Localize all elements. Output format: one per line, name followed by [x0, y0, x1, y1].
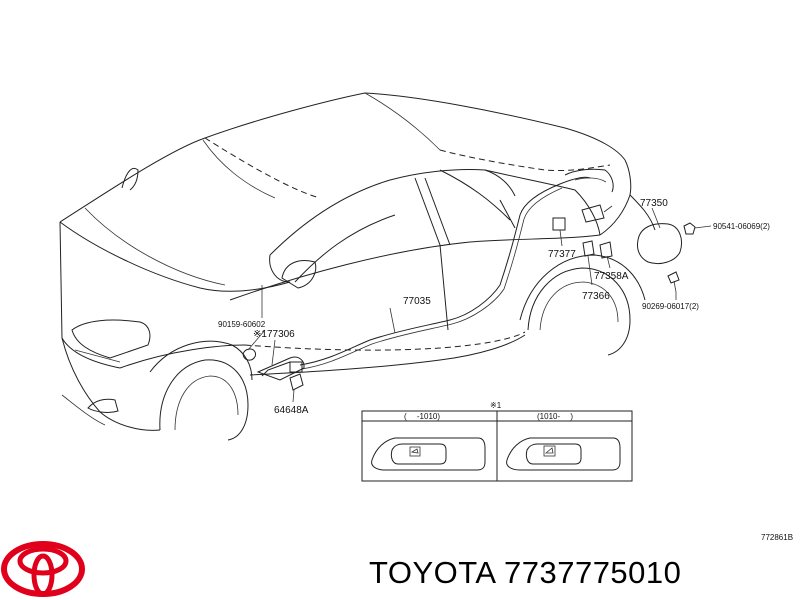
inset-note: ※1 — [490, 401, 502, 410]
callout-90159: 90159-60602 — [218, 320, 266, 329]
part-hinge-assembly — [581, 204, 613, 223]
callout-77377: 77377 — [548, 249, 576, 260]
callout-77366: 77366 — [582, 291, 610, 302]
part-fuel-lid-opener — [256, 356, 305, 381]
callout-77358a: 77358A — [594, 271, 629, 282]
inset-variants: ※1 ( -1010) (1010- ) — [361, 401, 633, 482]
inset-col-left: ( -1010) — [404, 412, 440, 421]
callout-90541: 90541-06069(2) — [713, 222, 770, 231]
callout-90269: 90269-06017(2) — [642, 302, 699, 311]
part-fuel-lid-77350 — [637, 223, 682, 265]
part-nut-90541 — [683, 222, 696, 235]
inset-right-opener-drawing — [506, 437, 621, 471]
part-screw-90159 — [242, 348, 256, 361]
leader-lines — [247, 207, 712, 403]
callout-labels: 77350 90541-06069(2) 77377 77358A 77366 … — [218, 198, 770, 416]
callout-64648a: 64648A — [274, 405, 309, 416]
fuel-lid-cable — [299, 176, 591, 370]
part-cable-clamp-77377 — [552, 217, 566, 231]
brand-part-number: TOYOTA 7737775010 — [369, 555, 681, 590]
part-bolt-90269 — [667, 271, 680, 293]
part-clip-64648a — [289, 373, 304, 391]
part-lock-77358a — [599, 241, 613, 259]
callout-77306: ※177306 — [253, 329, 295, 340]
figure-id: 772861B — [761, 533, 793, 542]
callout-77035: 77035 — [403, 296, 431, 307]
inset-col-right: (1010- ) — [537, 412, 573, 421]
car-outline — [59, 92, 656, 441]
inset-left-opener-drawing — [371, 437, 486, 471]
part-holder-77366 — [582, 240, 595, 257]
callout-77350: 77350 — [640, 198, 668, 209]
toyota-logo — [1, 541, 85, 597]
